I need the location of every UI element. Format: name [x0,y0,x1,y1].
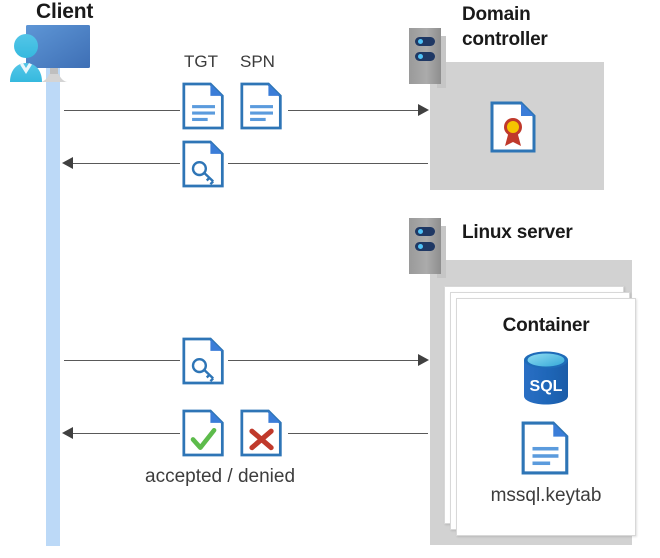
svg-text:SQL: SQL [530,378,563,395]
linux-server-title: Linux server [462,222,573,243]
accepted-denied-label: accepted / denied [145,466,296,487]
container-stack-card-front[interactable]: Container SQL [456,298,636,536]
linux-server-icon [409,218,446,278]
domain-controller-title: Domain controller [462,2,548,52]
domain-controller-server-icon [409,28,446,88]
certificate-document-icon [490,101,538,158]
client-lifeline [46,62,60,546]
keytab-document-icon [521,421,571,480]
client-title: Client [36,0,94,23]
domain-controller-title-line2: controller [462,29,548,50]
key-document-icon-response [182,140,226,193]
key-document-icon-request [182,337,226,390]
domain-controller-title-line1: Domain [462,4,531,25]
sql-database-icon: SQL [516,349,576,414]
tgt-document-icon [182,82,226,135]
denied-document-icon [240,409,284,462]
spn-label: SPN [240,52,275,71]
container-title: Container [502,315,590,336]
client-computer-icon [8,22,100,90]
tgt-label: TGT [184,52,218,71]
keytab-filename-label: mssql.keytab [490,485,602,506]
accepted-document-icon [182,409,226,462]
spn-document-icon [240,82,284,135]
